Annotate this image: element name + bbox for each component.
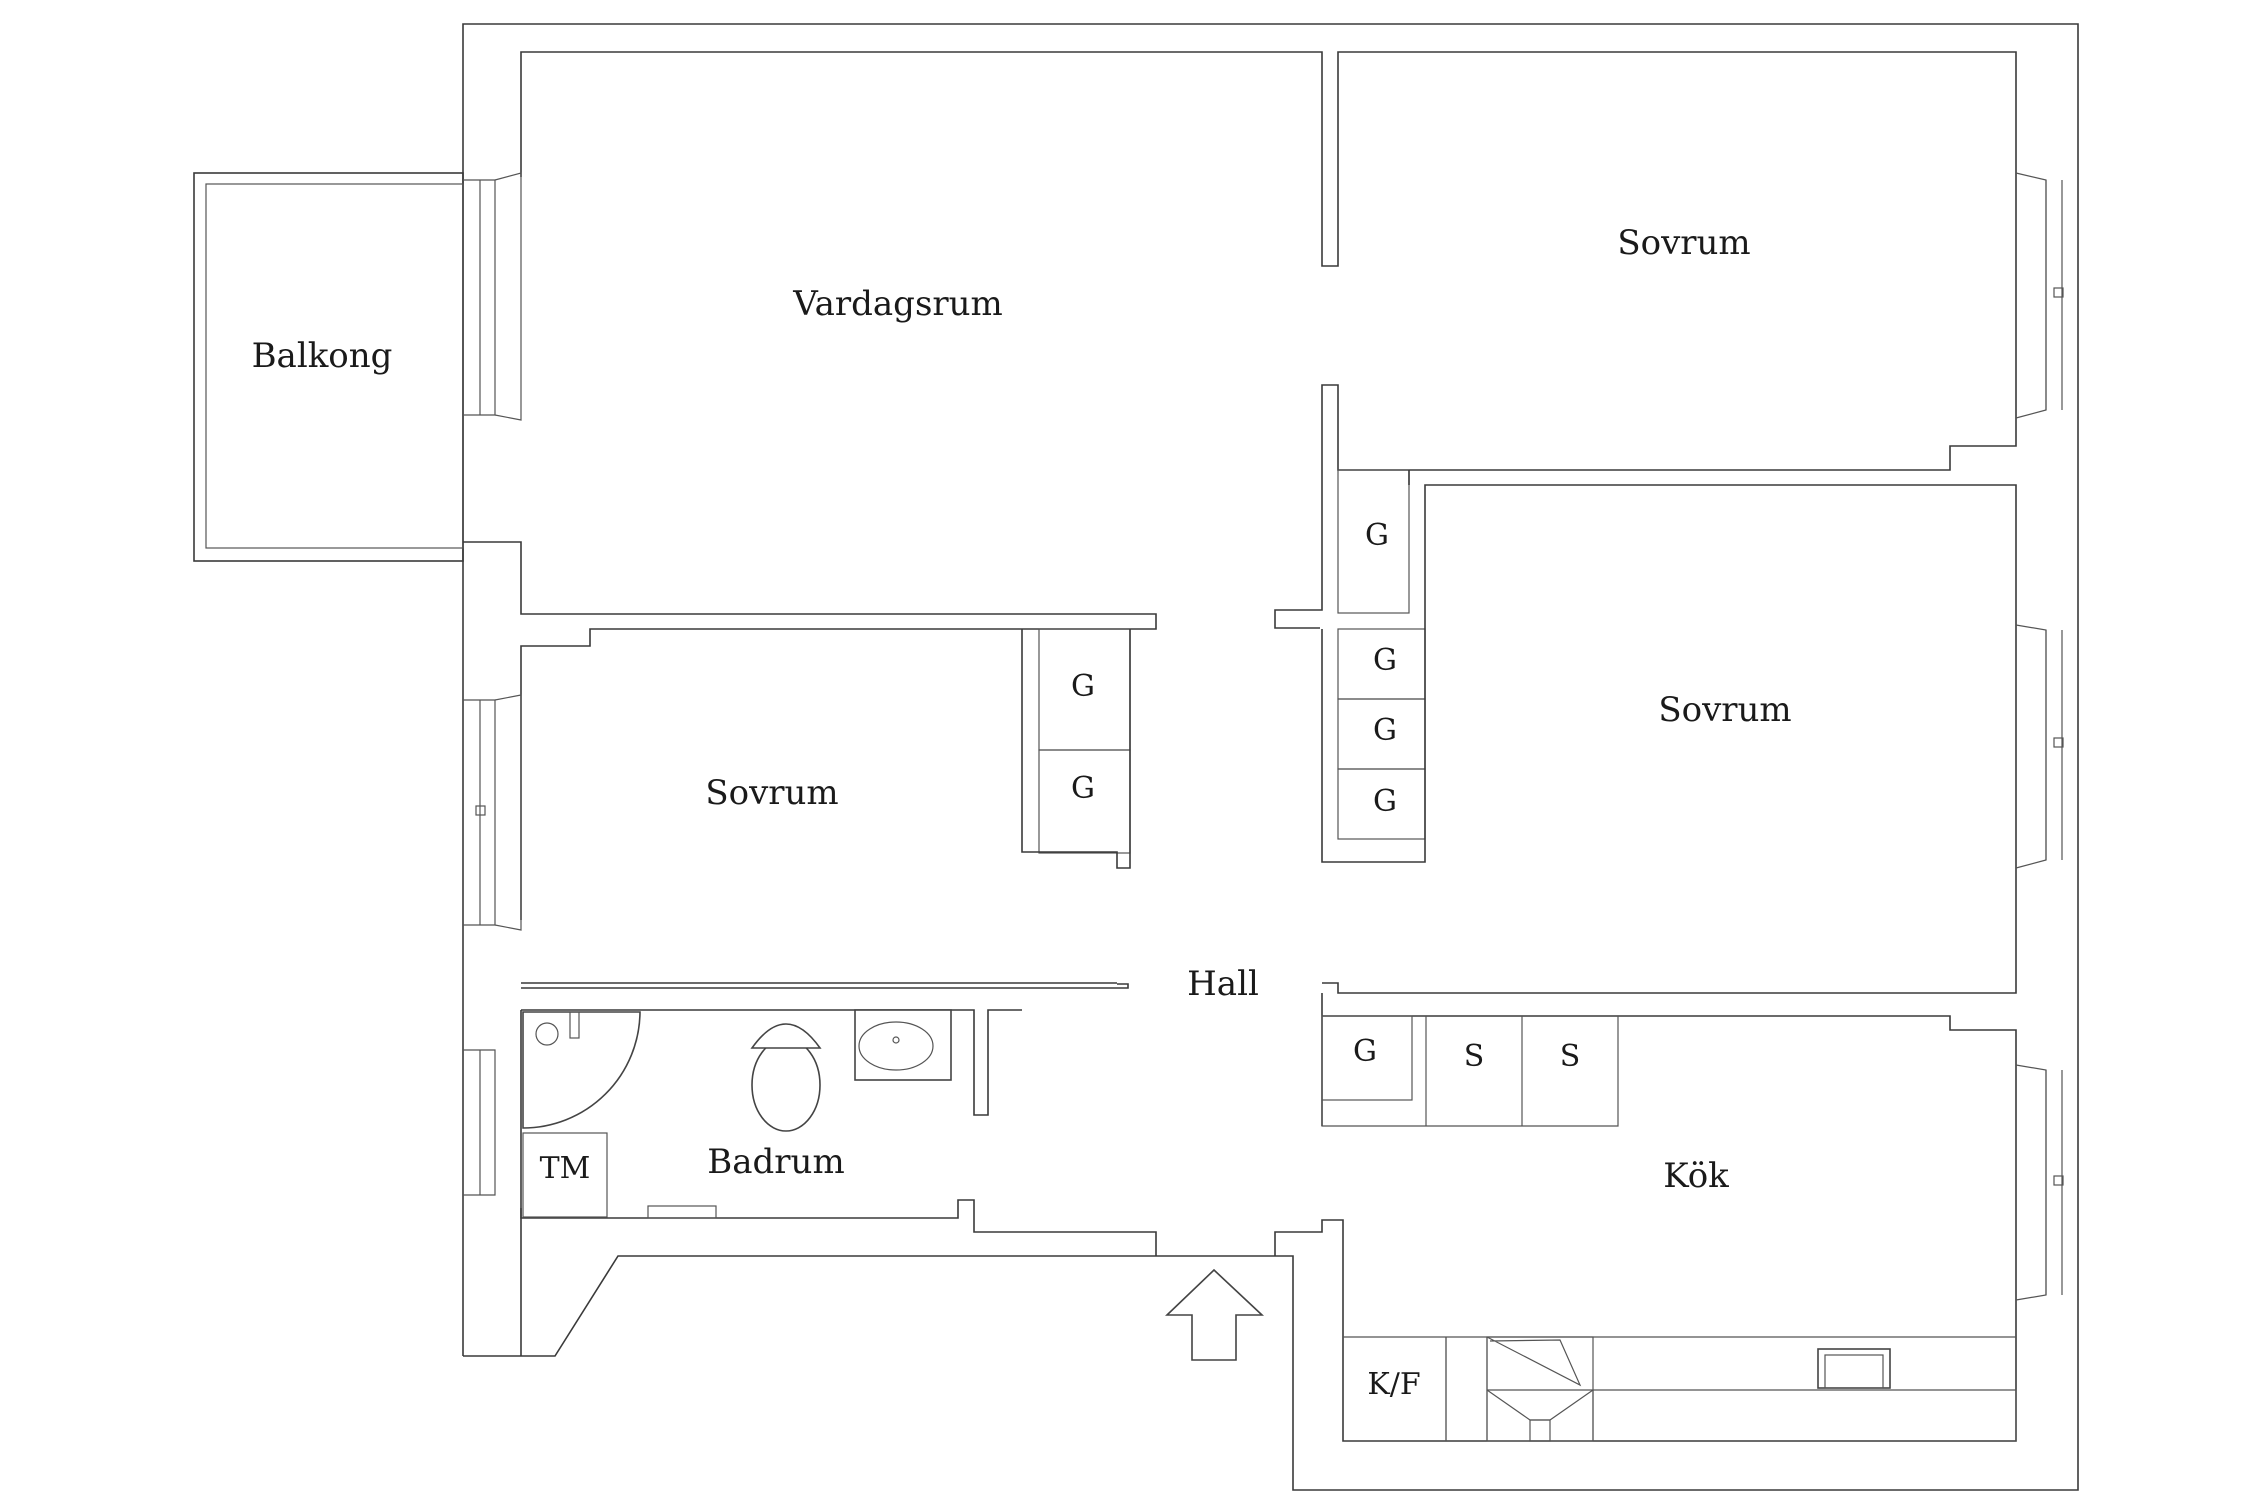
room-label-vardagsrum: Vardagsrum bbox=[792, 284, 1003, 324]
storage-label-g: G bbox=[1373, 713, 1397, 748]
room-label-hall: Hall bbox=[1187, 964, 1259, 1004]
storage-label-g: G bbox=[1071, 669, 1095, 704]
sink-icon bbox=[854, 1009, 952, 1081]
appliance-label-tm: TM bbox=[540, 1151, 591, 1186]
balcony bbox=[193, 172, 464, 562]
interior-walls bbox=[463, 51, 2017, 1442]
kitchen-fixtures bbox=[1343, 1336, 2017, 1442]
storage-label-s: S bbox=[1464, 1039, 1485, 1074]
toilet-icon bbox=[751, 1038, 821, 1132]
storage-label-g: G bbox=[1373, 643, 1397, 678]
room-label-kok: Kök bbox=[1663, 1156, 1729, 1196]
storage-label-g: G bbox=[1373, 784, 1397, 819]
stove-icon bbox=[1486, 1336, 1594, 1442]
bathroom-fixtures bbox=[522, 1009, 952, 1219]
storage-label-s: S bbox=[1560, 1039, 1581, 1074]
room-label-balkong: Balkong bbox=[252, 336, 393, 376]
windows bbox=[463, 172, 2064, 1301]
room-label-badrum: Badrum bbox=[707, 1142, 844, 1182]
storage-label-g: G bbox=[1071, 771, 1095, 806]
entrance-arrow-icon bbox=[1165, 1268, 1265, 1361]
room-label-sovrum-left: Sovrum bbox=[705, 773, 838, 813]
room-label-sovrum-right: Sovrum bbox=[1658, 690, 1791, 730]
storage-label-g: G bbox=[1353, 1034, 1377, 1069]
appliance-label-kf: K/F bbox=[1367, 1367, 1420, 1402]
room-label-sovrum-top: Sovrum bbox=[1617, 223, 1750, 263]
shower-corner bbox=[522, 1011, 641, 1129]
outer-walls bbox=[462, 23, 2079, 1491]
storage-label-g: G bbox=[1365, 518, 1389, 553]
